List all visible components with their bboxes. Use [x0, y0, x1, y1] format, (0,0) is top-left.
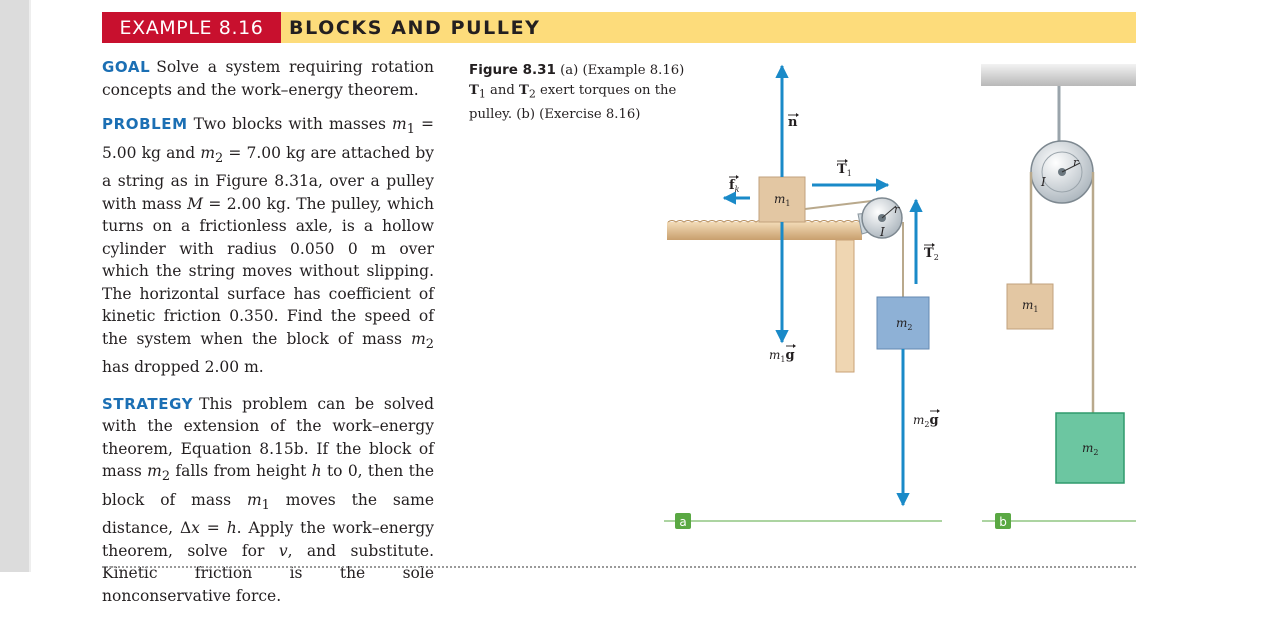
block-b-m2 [1055, 412, 1125, 484]
section-bottom-divider [102, 566, 1136, 568]
strategy-heading: STRATEGY [102, 394, 194, 413]
problem-text: = 2.00 kg. The pulley, which turns on a … [102, 194, 434, 348]
goal-heading: GOAL [102, 58, 151, 76]
pulley-b-radius [1061, 162, 1081, 173]
symbol-m1: m [392, 115, 407, 133]
figure-caption: Figure 8.31 (a) (Example 8.16) T1 and T2… [469, 60, 705, 125]
symbol-M: M [187, 194, 203, 213]
example-number-tag: EXAMPLE 8.16 [102, 12, 281, 43]
vector-overarrows [729, 113, 940, 413]
friction-force-label: fk [729, 178, 740, 194]
problem-text: has dropped 2.00 m. [102, 358, 264, 377]
panel-b-tag [995, 513, 1011, 529]
panel-b-letter: b [999, 515, 1007, 529]
caption-vector-t2-sub: 2 [528, 87, 536, 101]
symbol-m2: m [147, 462, 162, 481]
margin-edge [29, 0, 31, 572]
symbol-m1: m [246, 490, 262, 509]
symbol-m1-sub: 1 [261, 497, 270, 513]
ceiling [981, 64, 1136, 86]
table-leg [835, 239, 855, 373]
pulley-a-radius [881, 205, 897, 219]
symbol-h: h [226, 519, 237, 538]
caption-vector-t1: T [469, 83, 479, 98]
block-m1 [758, 176, 806, 223]
caption-text: exert torques on the pulley. (b) (Exerci… [469, 83, 677, 122]
weight-m2-label: m2g [913, 413, 939, 429]
panel-a-letter: a [679, 515, 686, 529]
block-m2 [876, 296, 930, 350]
weight-m1-label: m1g [769, 348, 795, 364]
block-b-m2-label: m2 [1082, 441, 1098, 457]
caption-text: and [485, 83, 520, 98]
tension-t1-label: T1 [837, 162, 852, 178]
strategy-text: This problem can be solved with the exte… [102, 394, 434, 481]
figure-8-31: r I m1 m2 n fk T1 T2 m1g m2g a r I [664, 64, 1136, 529]
strategy-text: moves the same distance, Δ [102, 490, 434, 538]
symbol-m2-sub: 2 [161, 469, 171, 485]
caption-vector-t1-sub: 1 [478, 87, 486, 101]
strategy-text: falls from height [170, 462, 312, 481]
strategy-text: to 0, then the block of mass [102, 462, 434, 509]
pulley-b-r-label: r [1073, 156, 1079, 169]
string-horizontal [804, 199, 881, 210]
strategy-text: . Apply the work–energy theorem, solve f… [102, 519, 434, 560]
figure-label: Figure 8.31 [469, 62, 556, 78]
block-b-m1-label: m1 [1022, 298, 1038, 314]
symbol-x: x [191, 519, 200, 538]
pulley-a-I-label: I [879, 225, 885, 239]
symbol-m2: m [411, 329, 426, 348]
block-m2-label: m2 [896, 316, 912, 332]
problem-text: Two blocks with masses [193, 115, 386, 133]
panel-a-tag [675, 513, 691, 529]
table-top [667, 222, 862, 240]
symbol-h: h [311, 462, 322, 481]
goal-text: Solve a system requiring rotation concep… [102, 58, 434, 99]
panel-a-diagram: r I m1 m2 n fk T1 T2 m1g m2g a [664, 64, 942, 529]
pulley-a-r-label: r [894, 203, 900, 216]
panel-b-diagram: r I m1 m2 b [981, 64, 1136, 529]
problem-heading: PROBLEM [102, 115, 188, 133]
block-m1-label: m1 [774, 192, 790, 208]
pulley-b-I-label: I [1040, 175, 1046, 189]
symbol-v: v [278, 541, 288, 560]
symbol-m2-sub: 2 [215, 150, 224, 166]
problem-text: = 5.00 kg and [102, 115, 434, 162]
caption-vector-t2: T [519, 83, 529, 98]
example-title: BLOCKS AND PULLEY [289, 16, 541, 39]
caption-text: (a) (Example 8.16) [560, 63, 685, 78]
symbol-m2: m [200, 143, 216, 162]
block-b-m1 [1006, 283, 1054, 330]
symbol-m2-sub: 2 [425, 336, 434, 352]
strategy-text: = [199, 519, 227, 538]
tension-t2-label: T2 [924, 246, 939, 262]
normal-force-label: n [788, 115, 798, 130]
problem-text: = 7.00 kg are attached by a string as in… [102, 143, 434, 213]
pulley-b-inner [1041, 151, 1083, 193]
symbol-m1-sub: 1 [406, 122, 415, 138]
page-left-margin [0, 0, 31, 572]
example-title-bar: EXAMPLE 8.16 BLOCKS AND PULLEY [102, 12, 1136, 43]
